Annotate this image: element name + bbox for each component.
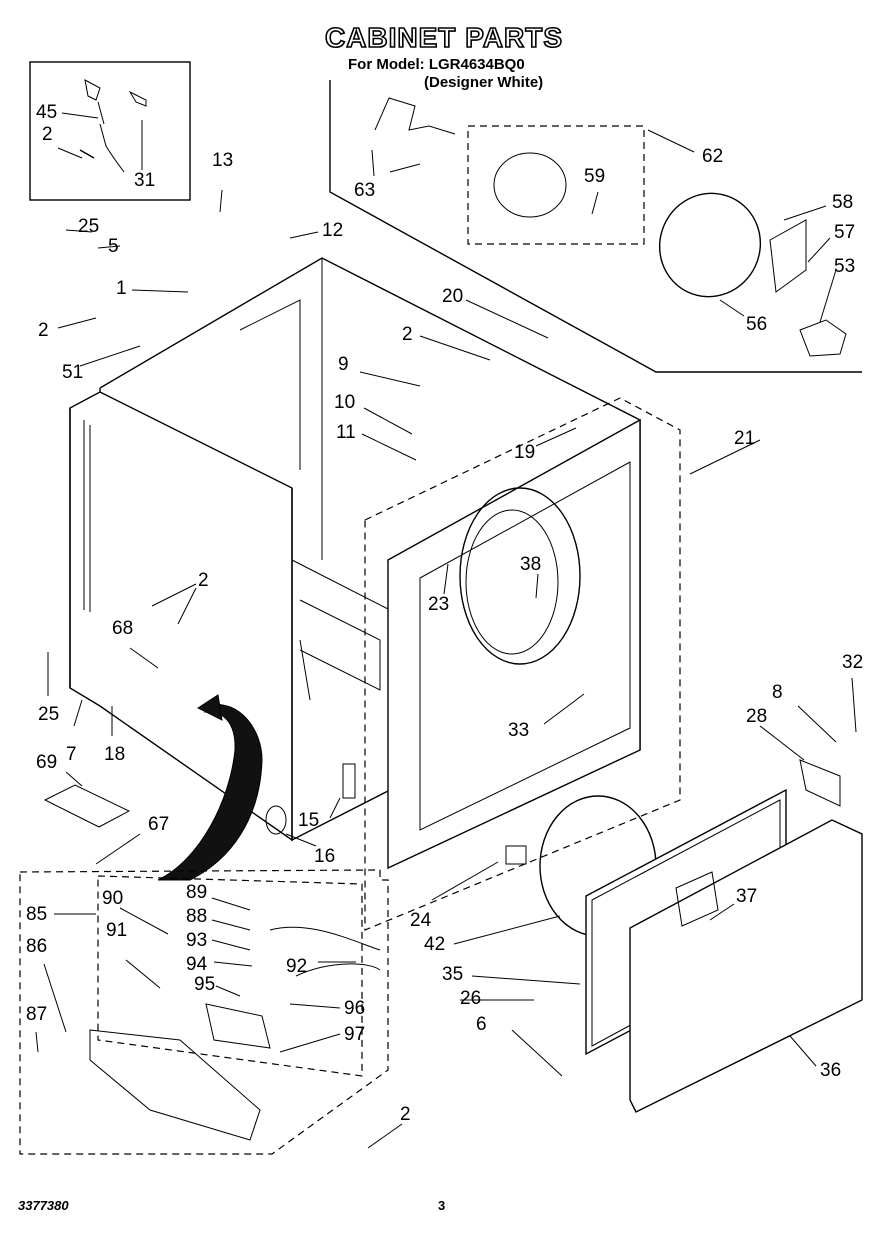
- motor-area-border: [329, 80, 862, 373]
- kick-plate-part: [43, 784, 131, 828]
- door-strike: [505, 845, 527, 865]
- callout-15: 15: [298, 810, 319, 831]
- callout-31: 31: [134, 170, 155, 191]
- door-handle: [675, 871, 719, 927]
- callout-25: 25: [38, 704, 59, 725]
- callout-87: 87: [26, 1004, 47, 1025]
- callout-9: 9: [338, 354, 349, 375]
- callout-20: 20: [442, 286, 463, 307]
- callout-28: 28: [746, 706, 767, 727]
- door-opening: [459, 487, 581, 665]
- callout-35: 35: [442, 964, 463, 985]
- inset-box: [29, 61, 191, 201]
- callout-7: 7: [66, 744, 77, 765]
- door-hinge: [799, 759, 841, 807]
- wire-harness: [269, 926, 381, 951]
- drive-motor: [493, 152, 567, 218]
- callout-51: 51: [62, 362, 83, 383]
- cabinet-switch: [342, 763, 356, 799]
- sensor-wire-part: [84, 79, 101, 101]
- leader-lines: [35, 112, 857, 1149]
- callout-68: 68: [112, 618, 133, 639]
- callout-97: 97: [344, 1024, 365, 1045]
- callout-69: 69: [36, 752, 57, 773]
- model-number: For Model: LGR4634BQ0: [348, 56, 525, 73]
- callout-95: 95: [194, 974, 215, 995]
- callout-94: 94: [186, 954, 208, 975]
- front-panel: [387, 418, 641, 870]
- callout-88: 88: [186, 906, 207, 927]
- callout-2: 2: [38, 320, 49, 341]
- idler-bracket: [769, 219, 807, 293]
- callout-12: 12: [322, 220, 343, 241]
- callout-16: 16: [314, 846, 335, 867]
- page-title: CABINET PARTS: [324, 21, 564, 54]
- callout-18: 18: [104, 744, 125, 765]
- callout-labels: 4523113122551251636259585753562029101119…: [26, 102, 863, 1125]
- callout-53: 53: [834, 256, 855, 277]
- gas-valve: [205, 1003, 271, 1049]
- callout-56: 56: [746, 314, 767, 335]
- callout-45: 45: [36, 102, 57, 123]
- burner-valve-box: [97, 875, 363, 1077]
- callout-58: 58: [832, 192, 853, 213]
- callout-25: 25: [78, 216, 99, 237]
- callout-11: 11: [336, 422, 356, 443]
- callout-91: 91: [106, 920, 127, 941]
- callout-24: 24: [410, 910, 432, 931]
- callout-85: 85: [26, 904, 47, 925]
- callout-59: 59: [584, 166, 605, 187]
- page-number: 3: [438, 1198, 446, 1213]
- callout-13: 13: [212, 150, 233, 171]
- callout-2: 2: [400, 1104, 411, 1125]
- callout-57: 57: [834, 222, 855, 243]
- callout-38: 38: [520, 554, 541, 575]
- motor-clamps: [374, 97, 456, 135]
- callout-67: 67: [148, 814, 169, 835]
- motor-dashed-group: [467, 125, 645, 245]
- idler-pulley: [799, 319, 847, 357]
- callout-89: 89: [186, 882, 207, 903]
- callout-37: 37: [736, 886, 757, 907]
- callout-2: 2: [42, 124, 53, 145]
- callout-5: 5: [108, 236, 119, 257]
- leveling-leg: [265, 805, 287, 835]
- callout-2: 2: [402, 324, 413, 345]
- burner-tube: [89, 1029, 261, 1141]
- callout-42: 42: [424, 934, 445, 955]
- document-number: 3377380: [18, 1198, 69, 1213]
- callout-96: 96: [344, 998, 365, 1019]
- callout-36: 36: [820, 1060, 841, 1081]
- callout-21: 21: [734, 428, 755, 449]
- callout-2: 2: [198, 570, 209, 591]
- callout-93: 93: [186, 930, 207, 951]
- callout-1: 1: [116, 278, 127, 299]
- callout-26: 26: [460, 988, 481, 1009]
- front-dashed-outline: [364, 397, 681, 931]
- callout-86: 86: [26, 936, 47, 957]
- callout-8: 8: [772, 682, 783, 703]
- model-color: (Designer White): [424, 74, 544, 91]
- callout-32: 32: [842, 652, 863, 673]
- callout-63: 63: [354, 180, 375, 201]
- callout-33: 33: [508, 720, 529, 741]
- drive-belt: [658, 192, 762, 298]
- callout-90: 90: [102, 888, 123, 909]
- callout-6: 6: [476, 1014, 487, 1035]
- callout-23: 23: [428, 594, 449, 615]
- callout-10: 10: [334, 392, 355, 413]
- callout-92: 92: [286, 956, 307, 977]
- burner-assembly-box: [19, 869, 389, 1155]
- outer-door-panel: [629, 819, 863, 1113]
- callout-62: 62: [702, 146, 723, 167]
- callout-19: 19: [514, 442, 535, 463]
